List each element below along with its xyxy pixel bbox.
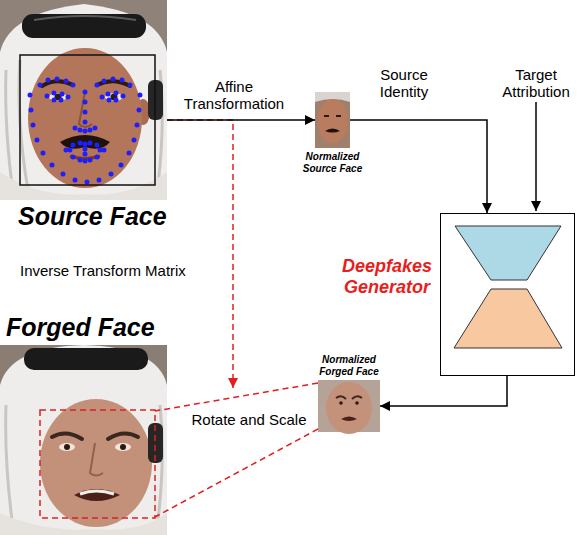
forged-face-photo-part (90, 443, 103, 476)
forged-face-photo-part (120, 444, 126, 450)
edge-label: Affine Transformation (170, 78, 298, 113)
connector (380, 376, 507, 406)
normalized-forged-face-photo-part (326, 382, 372, 434)
normalized-forged-face-photo-part (341, 417, 357, 422)
image-caption: Normalized Forged Face (309, 354, 389, 377)
source-face-photo-part (34, 16, 136, 20)
source-face-photo (0, 0, 167, 200)
connector (350, 120, 487, 213)
normalized-source-face-photo (315, 92, 350, 148)
connector (167, 119, 315, 121)
source-face-photo-part (42, 81, 130, 86)
normalized-source-face-photo-part (324, 115, 341, 117)
image-node: Forged Face (0, 345, 167, 535)
image-caption: Source Face (18, 202, 167, 231)
forged-face-photo-part (0, 345, 167, 535)
normalized-source-face-photo-part (325, 129, 340, 133)
normalized-forged-face-photo (318, 380, 380, 434)
image-caption: Forged Face (6, 313, 155, 342)
forged-face-photo (0, 345, 167, 535)
face-region-box (40, 410, 155, 518)
connector (167, 120, 233, 388)
source-face-photo-part (0, 4, 167, 200)
forged-face-photo-part (74, 489, 120, 501)
decoder-trapezoid (454, 289, 562, 348)
connector (155, 383, 318, 517)
source-face-photo-part (22, 14, 146, 38)
image-node: Normalized Source Face (315, 92, 350, 148)
normalized-source-face-photo-part (315, 92, 350, 148)
normalized-forged-face-photo-part (336, 396, 362, 399)
forged-face-photo-part (115, 443, 131, 451)
forged-face-photo-part (52, 433, 138, 439)
generator-label: Deepfakes Generator (337, 256, 437, 297)
forged-face-photo-part (80, 491, 114, 494)
generator-shape (441, 214, 573, 374)
input-label: Target Attribution (492, 66, 580, 101)
forged-face-photo-part (40, 399, 152, 527)
source-face-photo-part (28, 48, 142, 188)
image-caption: Normalized Source Face (295, 151, 370, 174)
face-bounding-box (20, 55, 155, 185)
forged-face-photo-part (0, 513, 167, 535)
image-node: Source Face (0, 0, 167, 200)
source-face-photo-part (0, 0, 167, 200)
generator-box: Deepfakes Generator (440, 213, 575, 376)
source-face-photo-part (0, 172, 167, 200)
normalized-source-face-photo-part (318, 99, 348, 143)
normalized-forged-face-photo-part (355, 401, 359, 405)
forged-face-photo-part (24, 348, 148, 370)
edge-label: Inverse Transform Matrix (20, 262, 225, 279)
forged-face-photo-part (64, 444, 70, 450)
image-node: Normalized Forged Face (318, 380, 380, 432)
facial-landmarks (30, 79, 140, 182)
forged-face-photo-part (0, 345, 167, 535)
forged-face-photo-part (59, 443, 75, 451)
input-arrow (535, 102, 537, 211)
edge-label: Rotate and Scale (186, 411, 312, 428)
encoder-trapezoid (455, 226, 561, 280)
normalized-forged-face-photo-part (339, 401, 343, 405)
edge-label: Source Identity (366, 66, 442, 101)
